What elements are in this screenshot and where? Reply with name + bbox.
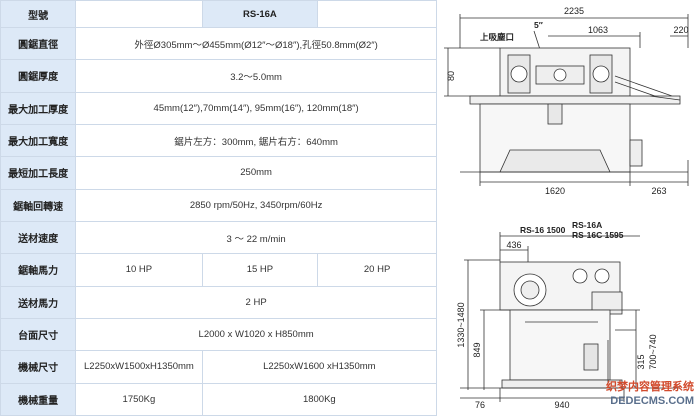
watermark-title: 织梦内容管理系统 [606,381,694,393]
spec-row: 最短加工長度 250mm [0,156,437,190]
spec-value: L2250xW1600 xH1350mm [201,350,438,384]
header-blank-cell [75,0,203,28]
spec-table: 型號 RS-16A 圓鋸直徑 外徑Ø305mm～Ø455mm(Ø12″～Ø18″… [0,0,438,416]
dim-263: 263 [651,186,666,196]
front-view-drawing [460,232,680,402]
spec-row: 圓鋸厚度 3.2～5.0mm [0,59,437,93]
spec-value: 10 HP [75,253,203,287]
watermark: 织梦内容管理系统 DEDECMS.COM [606,378,694,407]
top-view-labels: 2235 上吸塵口 5″ 1063 220 80 1620 263 [446,6,689,196]
dim-1620: 1620 [545,186,565,196]
spec-value: L2000 x W1020 x H850mm [75,317,437,352]
header-label: 型號 [0,0,77,28]
spec-row: 最大加工寬度 鋸片左方：300mm, 鋸片右方：640mm [0,123,437,158]
spec-label: 最大加工寬度 [0,123,77,158]
spec-row: 送材速度 3 ～ 22 m/min [0,220,437,255]
spec-value: 2 HP [75,285,437,319]
dim-76: 76 [475,400,485,410]
dim-700-740: 700~740 [648,334,658,369]
dim-315: 315 [636,354,646,369]
technical-drawing: 2235 上吸塵口 5″ 1063 220 80 1620 263 [444,6,689,410]
dim-940: 940 [554,400,569,410]
spec-value: 250mm [75,156,437,190]
spec-label: 鋸軸馬力 [0,253,77,287]
dim-849: 849 [472,342,482,357]
header-model: RS-16A [201,0,319,28]
dim-1063: 1063 [588,25,608,35]
spec-value: 45mm(12″),70mm(14″), 95mm(16″), 120mm(18… [75,91,437,125]
spec-row: 鋸軸回轉速 2850 rpm/50Hz, 3450rpm/60Hz [0,188,437,222]
spec-row: 鋸軸馬力 10 HP 15 HP 20 HP [0,253,437,287]
spec-header-row: 型號 RS-16A [0,0,437,28]
watermark-url: DEDECMS.COM [610,395,694,407]
spec-row: 最大加工厚度 45mm(12″),70mm(14″), 95mm(16″), 1… [0,91,437,125]
spec-value: 3.2～5.0mm [75,59,437,93]
spec-row: 機械尺寸 L2250xW1500xH1350mm L2250xW1600 xH1… [0,350,438,384]
spec-value: 1750Kg [75,382,203,416]
model-rs16c: RS-16C 1595 [572,230,624,240]
top-view-drawing [444,14,689,186]
spec-label: 送材速度 [0,220,77,255]
spec-row: 送材馬力 2 HP [0,285,437,319]
spec-label: 最大加工厚度 [0,91,77,125]
spec-value: 鋸片左方：300mm, 鋸片右方：640mm [75,123,437,158]
spec-value: 2850 rpm/50Hz, 3450rpm/60Hz [75,188,437,222]
spec-value: 3 ～ 22 m/min [75,220,437,255]
front-view-labels: RS-16 1500 RS-16A RS-16C 1595 436 1330~1… [456,220,658,410]
spec-value: 15 HP [201,253,319,287]
spec-label: 鋸軸回轉速 [0,188,77,222]
dim-220: 220 [673,25,688,35]
spec-value: 1800Kg [201,382,438,416]
spec-row: 機械重量 1750Kg 1800Kg [0,382,438,416]
spec-label: 機械重量 [0,382,77,416]
spec-row: 台面尺寸 L2000 x W1020 x H850mm [0,317,437,352]
spec-label: 台面尺寸 [0,317,77,352]
model-rs16: RS-16 1500 [520,225,566,235]
dim-436: 436 [506,240,521,250]
spec-label: 圓鋸厚度 [0,59,77,93]
model-rs16a: RS-16A [572,220,602,230]
spec-value: 20 HP [317,253,437,287]
dim-1330-1480: 1330~1480 [456,302,466,347]
spec-row: 圓鋸直徑 外徑Ø305mm～Ø455mm(Ø12″～Ø18″),孔徑50.8mm… [0,26,437,61]
dim-80: 80 [446,71,456,81]
inlet-label: 上吸塵口 [480,32,514,42]
spec-value: L2250xW1500xH1350mm [75,350,203,384]
spec-label: 圓鋸直徑 [0,26,77,61]
spec-value: 外徑Ø305mm～Ø455mm(Ø12″～Ø18″),孔徑50.8mm(Ø2″) [75,26,437,61]
inlet-size: 5″ [534,20,543,30]
spec-label: 最短加工長度 [0,156,77,190]
header-blank-cell [317,0,437,28]
dim-overall: 2235 [564,6,584,16]
spec-label: 送材馬力 [0,285,77,319]
spec-label: 機械尺寸 [0,350,77,384]
